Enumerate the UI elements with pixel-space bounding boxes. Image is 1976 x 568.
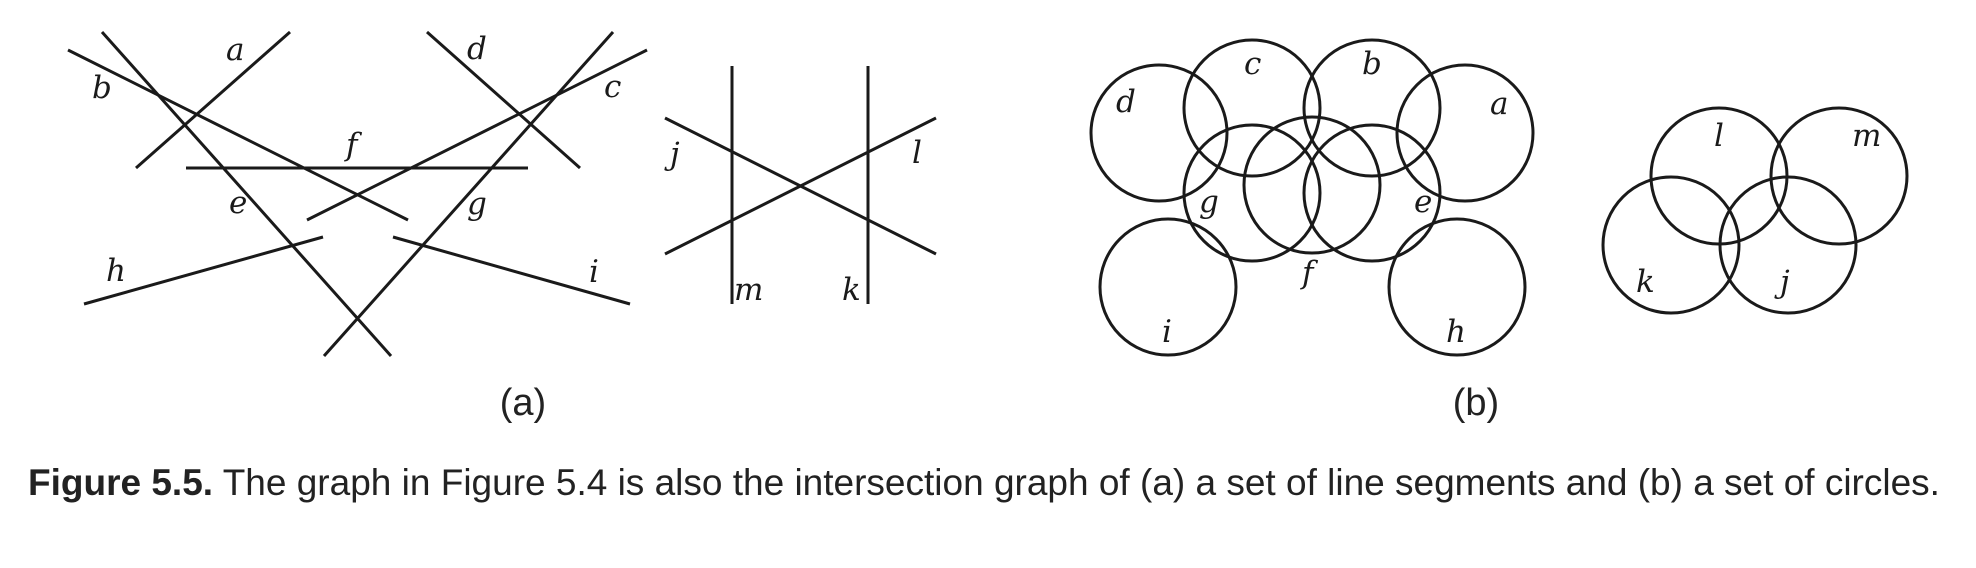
circle-f bbox=[1242, 115, 1382, 255]
label-segment-l: l bbox=[912, 135, 922, 171]
circle-e bbox=[1302, 123, 1442, 263]
panel-a-label: (a) bbox=[500, 382, 546, 424]
figure-caption: Figure 5.5. The graph in Figure 5.4 is a… bbox=[28, 455, 1958, 511]
circle-m bbox=[1769, 106, 1909, 246]
segment-g bbox=[322, 31, 615, 357]
circle-i bbox=[1098, 217, 1238, 357]
label-segment-a: a bbox=[226, 32, 244, 68]
label-circle-a: a bbox=[1490, 86, 1508, 122]
label-segment-d: d bbox=[467, 31, 487, 67]
segment-i bbox=[392, 235, 631, 306]
label-circle-c: c bbox=[1244, 46, 1261, 82]
circle-d bbox=[1089, 63, 1229, 203]
label-circle-k: k bbox=[1636, 264, 1655, 300]
label-circle-g: g bbox=[1199, 184, 1219, 220]
circle-h bbox=[1387, 217, 1527, 357]
label-segment-k: k bbox=[842, 272, 861, 308]
circle-a bbox=[1395, 63, 1535, 203]
segment-e bbox=[100, 31, 393, 357]
label-segment-j: j bbox=[664, 136, 680, 172]
circle-c bbox=[1182, 38, 1322, 178]
circle-b bbox=[1302, 38, 1442, 178]
segment-b bbox=[67, 48, 409, 222]
label-segment-i: i bbox=[589, 254, 599, 290]
label-circle-l: l bbox=[1714, 118, 1724, 154]
segment-c bbox=[306, 48, 648, 222]
segment-d bbox=[426, 30, 581, 170]
label-circle-e: e bbox=[1414, 184, 1432, 220]
label-circle-b: b bbox=[1362, 46, 1382, 82]
segment-a bbox=[135, 30, 291, 170]
label-segment-e: e bbox=[229, 185, 247, 221]
label-segment-g: g bbox=[467, 186, 487, 222]
panel-a-segments: a b d c f e g h i j l m k (a) bbox=[67, 30, 937, 424]
caption-text: The graph in Figure 5.4 is also the inte… bbox=[222, 462, 1940, 503]
circle-g bbox=[1182, 123, 1322, 263]
caption-label: Figure 5.5. bbox=[28, 462, 214, 503]
label-circle-f: f bbox=[1300, 255, 1319, 291]
panel-b-circles: d c b a g e f i h l m k j (b) bbox=[1089, 38, 1909, 424]
label-segment-b: b bbox=[92, 70, 112, 106]
panel-b-label: (b) bbox=[1453, 382, 1499, 424]
segment-h bbox=[83, 235, 324, 306]
circle-j bbox=[1718, 175, 1858, 315]
label-segment-f: f bbox=[344, 127, 363, 163]
label-segment-c: c bbox=[604, 69, 621, 105]
label-circle-m: m bbox=[1852, 118, 1881, 154]
segment-l bbox=[664, 116, 937, 256]
label-circle-i: i bbox=[1162, 314, 1172, 350]
figure-5-5: a b d c f e g h i j l m k (a) d c b a g … bbox=[67, 30, 1909, 424]
label-segment-h: h bbox=[106, 253, 126, 289]
label-circle-d: d bbox=[1116, 84, 1136, 120]
circle-k bbox=[1601, 175, 1741, 315]
label-circle-j: j bbox=[1774, 264, 1790, 300]
label-segment-m: m bbox=[734, 272, 763, 308]
label-circle-h: h bbox=[1446, 314, 1466, 350]
